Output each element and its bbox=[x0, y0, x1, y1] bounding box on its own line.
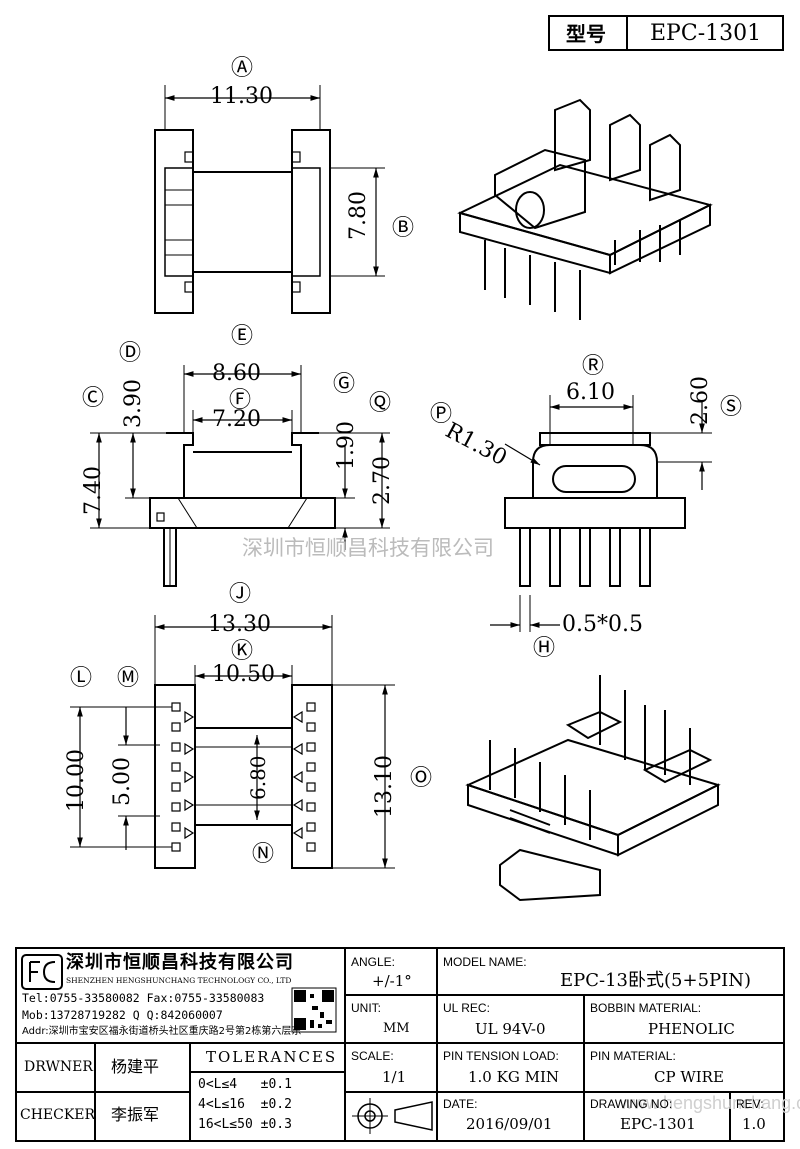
dim-front-total-h: 7.40 bbox=[81, 466, 106, 515]
marker-a: Ⓐ bbox=[231, 56, 254, 81]
rev-value: 1.0 bbox=[742, 1115, 766, 1133]
marker-k: Ⓚ bbox=[231, 639, 254, 664]
ul-rec-value: UL 94V-0 bbox=[475, 1020, 546, 1038]
marker-s: Ⓢ bbox=[720, 395, 743, 420]
front-view bbox=[90, 365, 390, 587]
dim-front-g: 1.90 bbox=[334, 421, 359, 470]
scale-label: SCALE: bbox=[351, 1049, 394, 1063]
pin-material-value: CP WIRE bbox=[654, 1068, 724, 1086]
date-label: DATE: bbox=[443, 1097, 478, 1111]
marker-c: Ⓒ bbox=[82, 386, 105, 411]
header-box: 型号 EPC-1301 bbox=[548, 15, 784, 51]
projection-symbol-icon bbox=[352, 1098, 433, 1134]
checker-value: 李振军 bbox=[111, 1105, 160, 1124]
dim-side-s: 2.60 bbox=[688, 376, 713, 425]
ul-rec-label: UL REC: bbox=[443, 1001, 490, 1015]
pin-material-label: PIN MATERIAL: bbox=[590, 1049, 676, 1063]
watermark-url: www.hengshunchang.com bbox=[620, 1093, 800, 1113]
dim-front-outer: 8.60 bbox=[212, 361, 261, 386]
bobbin-material-value: PHENOLIC bbox=[648, 1020, 735, 1038]
marker-r: Ⓡ bbox=[582, 354, 605, 379]
scale-value: 1/1 bbox=[382, 1068, 407, 1086]
bobbin-material-label: BOBBIN MATERIAL: bbox=[590, 1001, 702, 1015]
dim-top-width: 11.30 bbox=[210, 84, 273, 109]
dim-bot-o: 13.10 bbox=[372, 755, 397, 818]
angle-label: ANGLE: bbox=[351, 955, 396, 969]
dim-bot-n: 6.80 bbox=[246, 755, 270, 800]
company-tel: Tel:0755-33580082 Fax:0755-33580083 bbox=[22, 991, 265, 1005]
marker-h: Ⓗ bbox=[533, 636, 556, 661]
dim-top-height: 7.80 bbox=[346, 191, 371, 240]
drawing-no-value: EPC-1301 bbox=[620, 1115, 696, 1133]
drawer-value: 杨建平 bbox=[111, 1057, 160, 1076]
rev-label: REV: bbox=[736, 1097, 764, 1111]
side-view bbox=[490, 395, 712, 632]
dim-front-inner: 7.20 bbox=[212, 407, 261, 432]
dim-bot-l: 10.00 bbox=[64, 749, 89, 812]
pin-tension-label: PIN TENSION LOAD: bbox=[443, 1049, 559, 1063]
drawer-label: DRWNER bbox=[24, 1059, 93, 1075]
tolerance-row-2: 4<L≤16 ±0.2 bbox=[198, 1097, 292, 1112]
company-logo bbox=[21, 954, 63, 990]
type-label: 型号 bbox=[566, 22, 606, 46]
tolerances-title: TOLERANCES bbox=[206, 1048, 338, 1066]
bottom-view bbox=[70, 615, 395, 869]
watermark: 深圳市恒顺昌科技有限公司 bbox=[242, 536, 494, 560]
dim-pin-size: 0.5*0.5 bbox=[562, 612, 643, 637]
dim-bot-width: 13.30 bbox=[208, 612, 271, 637]
dim-bot-m: 5.00 bbox=[110, 757, 135, 806]
marker-b: Ⓑ bbox=[392, 216, 415, 241]
unit-value: MM bbox=[383, 1021, 410, 1036]
title-block-grid bbox=[15, 947, 785, 1142]
date-value: 2016/09/01 bbox=[466, 1115, 553, 1133]
model-code: EPC-1301 bbox=[650, 21, 762, 46]
model-name-label: MODEL NAME: bbox=[443, 955, 527, 969]
unit-label: UNIT: bbox=[351, 1001, 381, 1015]
marker-q: Ⓠ bbox=[369, 391, 392, 416]
pin-tension-value: 1.0 KG MIN bbox=[468, 1068, 559, 1086]
iso-view-bottom bbox=[465, 675, 721, 902]
marker-d: Ⓓ bbox=[119, 341, 142, 366]
marker-g: Ⓖ bbox=[333, 372, 356, 397]
marker-m: Ⓜ bbox=[117, 666, 140, 691]
tolerance-row-1: 0<L≤4 ±0.1 bbox=[198, 1077, 292, 1092]
model-name-value: EPC-13卧式(5+5PIN) bbox=[560, 970, 752, 991]
company-mob: Mob:13728719282 Q Q:842060007 bbox=[22, 1008, 223, 1022]
company-name-en: SHENZHEN HENGSHUNCHANG TECHNOLOGY CO., L… bbox=[66, 976, 292, 985]
checker-label: CHECKER bbox=[20, 1107, 96, 1123]
marker-n: Ⓝ bbox=[252, 842, 275, 867]
marker-o: Ⓞ bbox=[410, 766, 433, 791]
angle-value: +/-1° bbox=[372, 972, 412, 990]
qr-code bbox=[291, 987, 337, 1033]
marker-e: Ⓔ bbox=[231, 324, 254, 349]
company-addr: Addr:深圳市宝安区福永街道桥头社区重庆路2号第2栋第六层东 bbox=[22, 1026, 302, 1037]
dim-side-width: 6.10 bbox=[566, 380, 615, 405]
drawing-no-label: DRAWING NO: bbox=[590, 1097, 673, 1111]
dim-bot-inner: 10.50 bbox=[212, 662, 275, 687]
dim-front-top-h: 3.90 bbox=[121, 379, 146, 428]
tolerance-row-3: 16<L≤50 ±0.3 bbox=[198, 1117, 292, 1132]
marker-p: Ⓟ bbox=[430, 402, 453, 427]
iso-view-top bbox=[457, 98, 713, 320]
company-name-cn: 深圳市恒顺昌科技有限公司 bbox=[66, 952, 294, 973]
marker-l: Ⓛ bbox=[70, 666, 93, 691]
dim-front-q: 2.70 bbox=[370, 456, 395, 505]
marker-j: Ⓙ bbox=[229, 582, 252, 607]
marker-f: Ⓕ bbox=[229, 388, 252, 413]
top-view bbox=[154, 85, 385, 314]
